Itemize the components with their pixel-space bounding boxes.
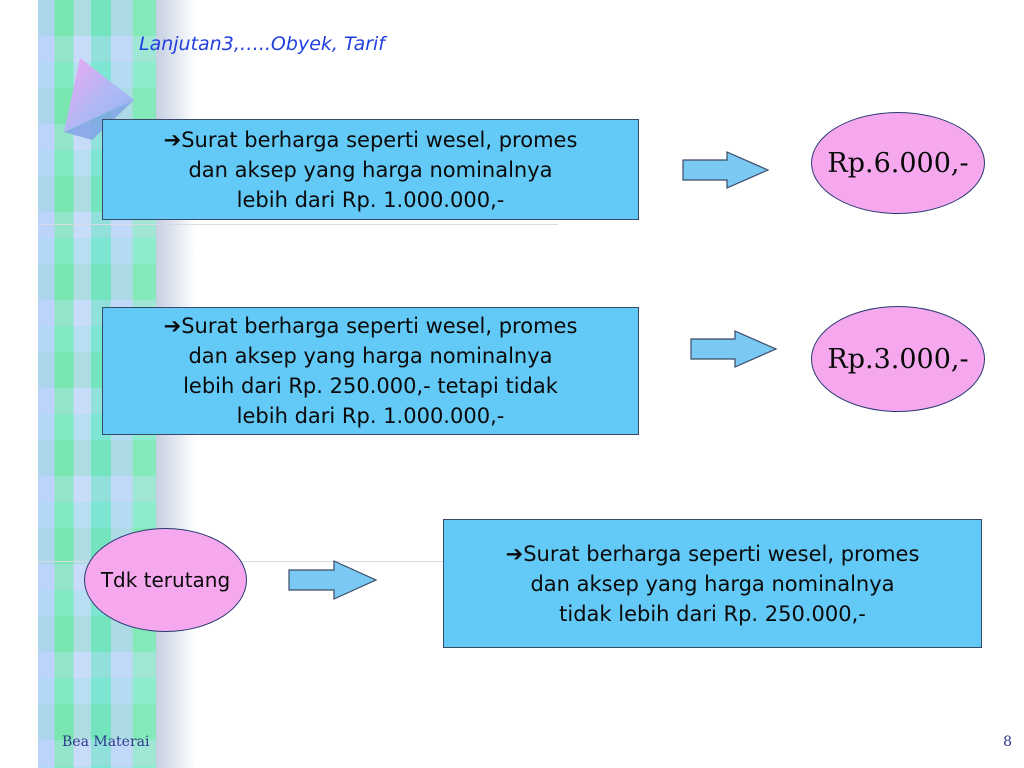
tariff-ellipse-1: Rp.6.000,- <box>811 112 985 214</box>
condition-text-line: lebih dari Rp. 250.000,- tetapi tidak <box>183 374 558 398</box>
condition-text-line: dan aksep yang harga nominalnya <box>188 344 553 368</box>
decorative-divider-line <box>38 561 558 562</box>
tariff-ellipse-2: Rp.3.000,- <box>811 306 985 412</box>
condition-text-line: ➔Surat berharga seperti wesel, promes <box>505 541 920 566</box>
condition-box-3: ➔Surat berharga seperti wesel, promes da… <box>443 519 982 648</box>
condition-text-line: ➔Surat berharga seperti wesel, promes <box>163 314 578 338</box>
decorative-divider-line <box>38 224 558 225</box>
condition-text-line: dan aksep yang harga nominalnya <box>188 157 553 182</box>
condition-box-1: ➔Surat berharga seperti wesel, promes da… <box>102 119 639 220</box>
exempt-ellipse: Tdk terutang <box>84 528 247 632</box>
condition-text-line: ➔Surat berharga seperti wesel, promes <box>163 127 578 152</box>
page-number: 8 <box>1003 734 1012 750</box>
footer-label: Bea Materai <box>62 734 150 750</box>
condition-text-line: tidak lebih dari Rp. 250.000,- <box>559 601 866 626</box>
condition-text-line: lebih dari Rp. 1.000.000,- <box>236 187 505 212</box>
arrow-right-icon <box>288 560 378 600</box>
slide-title: Lanjutan3,…..Obyek, Tarif <box>139 33 385 55</box>
arrow-right-icon <box>690 330 778 368</box>
condition-text-line: lebih dari Rp. 1.000.000,- <box>236 404 505 428</box>
arrow-right-icon <box>682 151 770 189</box>
triangle-decoration-icon <box>64 58 134 140</box>
condition-text-line: dan aksep yang harga nominalnya <box>530 571 895 596</box>
condition-box-2: ➔Surat berharga seperti wesel, promes da… <box>102 307 639 435</box>
